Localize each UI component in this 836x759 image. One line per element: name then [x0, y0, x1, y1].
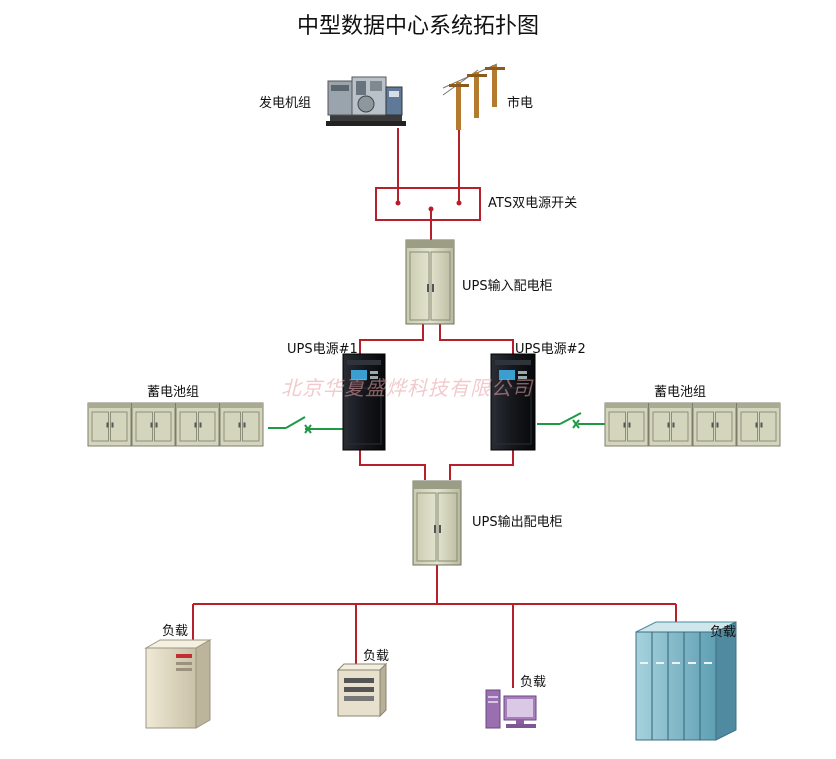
desktop-pc-icon [485, 689, 537, 729]
battery-cabinet [736, 402, 781, 447]
load-label: 负载 [520, 675, 547, 690]
watermark: 北京华夏盛烨科技有限公司 [281, 376, 533, 400]
battery-cabinet [131, 402, 176, 447]
ats-label: ATS双电源开关 [488, 196, 578, 211]
wire-ups2-output [449, 449, 514, 480]
battery-cabinet-icon [87, 402, 264, 447]
ups-icon [342, 353, 386, 451]
battery-links [268, 412, 605, 434]
wire-input-ups2 [439, 323, 514, 355]
page-title: 中型数据中心系统拓扑图 [296, 14, 539, 39]
ups2-label: UPS电源#2 [515, 342, 586, 357]
load-label: 负载 [363, 649, 390, 664]
generator-icon [326, 76, 406, 126]
ups1-label: UPS电源#1 [287, 342, 358, 357]
ups-output-label: UPS输出配电柜 [472, 515, 563, 530]
ats-switch-box [375, 187, 481, 221]
generator-label: 发电机组 [259, 96, 312, 111]
battery-switch-left [268, 416, 343, 434]
battery-right-label: 蓄电池组 [654, 385, 707, 400]
ats-contacts [395, 200, 462, 212]
load-label: 负载 [710, 625, 737, 640]
server-rack-icon [635, 621, 737, 741]
battery-cabinet [87, 402, 132, 447]
small-server-icon [336, 662, 388, 718]
cabinet-icon [412, 480, 462, 566]
battery-cabinet-icon [604, 402, 781, 447]
utility-label: 市电 [507, 96, 534, 111]
battery-cabinet [692, 402, 737, 447]
battery-left-label: 蓄电池组 [147, 385, 200, 400]
wire-ups1-output [359, 449, 426, 480]
battery-cabinet [175, 402, 220, 447]
battery-cabinet [219, 402, 264, 447]
battery-cabinet [648, 402, 693, 447]
battery-cabinet [604, 402, 649, 447]
cabinet-icon [405, 239, 455, 325]
power-wires [192, 128, 677, 688]
load-label: 负载 [162, 624, 189, 639]
battery-switch-right [537, 412, 605, 429]
ups-icon [490, 353, 536, 451]
wire-input-ups1 [359, 323, 424, 355]
utility-pole-icon [442, 63, 505, 130]
ups-input-label: UPS输入配电柜 [462, 279, 553, 294]
tower-server-icon [144, 639, 212, 729]
